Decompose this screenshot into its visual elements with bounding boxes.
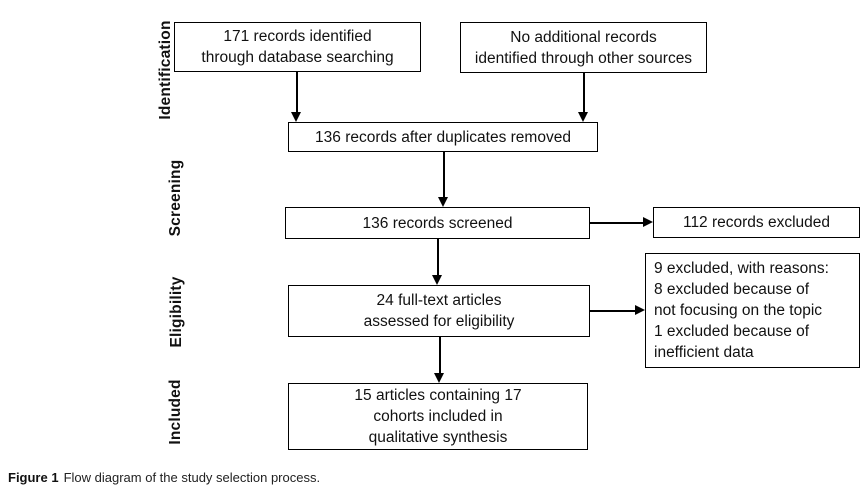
arrow-screened-to-excluded	[590, 217, 653, 228]
box-excluded-reasons-line2: 8 excluded because of	[654, 281, 810, 298]
arrowhead-down-icon	[578, 112, 588, 122]
box-after-duplicates-text: 136 records after duplicates removed	[315, 128, 571, 146]
box-records-excluded: 112 records excluded	[653, 207, 860, 238]
figure-caption: Figure 1 Flow diagram of the study select…	[8, 470, 320, 485]
arrowhead-down-icon	[432, 275, 442, 285]
arrowhead-right-icon	[635, 305, 645, 315]
box-included-synthesis-line2: cohorts included in	[373, 408, 503, 425]
box-fulltext-assessed: 24 full-text articles assessed for eligi…	[288, 285, 590, 337]
arrow-shaft	[590, 221, 645, 224]
box-included-synthesis-line3: qualitative synthesis	[368, 429, 508, 446]
box-excluded-reasons-line3: not focusing on the topic	[654, 302, 823, 319]
stage-label-eligibility: Eligibility	[168, 276, 185, 348]
arrow-shaft	[436, 239, 439, 277]
box-excluded-reasons-line1: 9 excluded, with reasons:	[654, 260, 829, 277]
arrow-screened-to-fulltext	[432, 239, 443, 285]
box-after-duplicates: 136 records after duplicates removed	[288, 122, 598, 152]
figure-caption-label: Figure 1	[8, 470, 59, 485]
box-excluded-reasons-line4: 1 excluded because of	[654, 323, 810, 340]
box-included-synthesis: 15 articles containing 17 cohorts includ…	[288, 383, 588, 450]
box-records-excluded-text: 112 records excluded	[682, 214, 831, 231]
figure-caption-text: Flow diagram of the study selection proc…	[63, 470, 321, 485]
arrowhead-down-icon	[438, 197, 448, 207]
box-records-identified-line1: 171 records identified	[223, 28, 372, 45]
box-fulltext-assessed-line1: 24 full-text articles	[376, 292, 502, 309]
arrowhead-right-icon	[643, 217, 653, 227]
box-records-screened: 136 records screened	[285, 207, 590, 239]
box-additional-records-line1: No additional records	[510, 28, 657, 46]
arrow-shaft	[438, 337, 441, 375]
box-records-identified: 171 records identified through database …	[174, 22, 421, 72]
box-additional-records: No additional records identified through…	[460, 22, 707, 73]
arrow-shaft	[582, 73, 585, 114]
arrow-fulltext-to-included	[434, 337, 445, 383]
stage-label-screening: Screening	[167, 159, 184, 237]
arrow-fulltext-to-reasons	[590, 305, 645, 316]
box-records-screened-text: 136 records screened	[362, 214, 513, 232]
box-records-identified-line2: through database searching	[201, 49, 394, 66]
box-excluded-reasons: 9 excluded, with reasons: 8 excluded bec…	[645, 253, 860, 368]
box-included-synthesis-line1: 15 articles containing 17	[354, 387, 522, 404]
stage-label-identification: Identification	[157, 20, 174, 120]
arrow-shaft	[295, 72, 298, 114]
arrow-duplicates-to-screened	[438, 152, 449, 207]
arrow-identified-to-duplicates	[291, 72, 302, 122]
arrowhead-down-icon	[434, 373, 444, 383]
arrowhead-down-icon	[291, 112, 301, 122]
stage-label-included: Included	[167, 379, 184, 445]
arrow-sources-to-duplicates	[578, 73, 589, 122]
box-excluded-reasons-line5: inefficient data	[654, 344, 754, 361]
box-fulltext-assessed-line2: assessed for eligibility	[363, 313, 515, 330]
arrow-shaft	[590, 309, 637, 312]
box-additional-records-line2: identified through other sources	[474, 49, 693, 67]
arrow-shaft	[442, 152, 445, 199]
